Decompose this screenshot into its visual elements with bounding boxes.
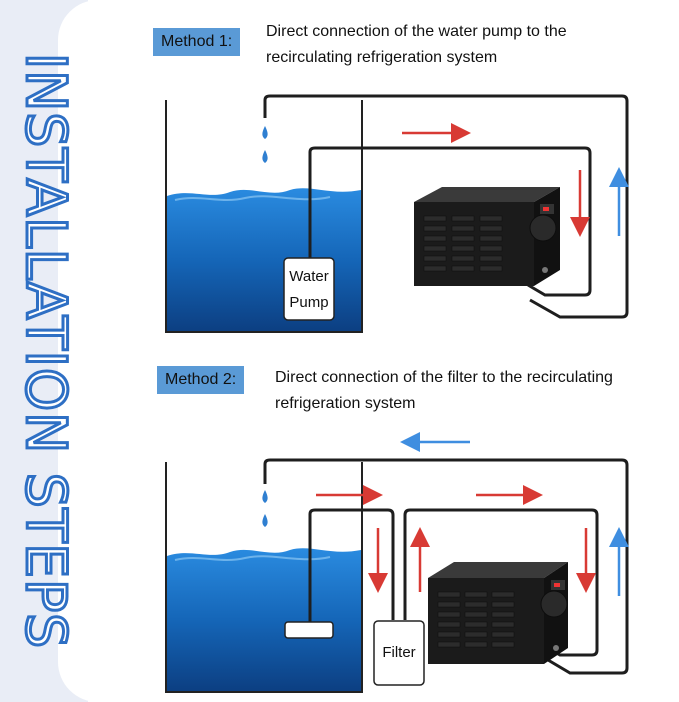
filter-box bbox=[373, 620, 425, 686]
pump-to-filter-pipe bbox=[308, 508, 395, 624]
chiller-unit-1 bbox=[414, 187, 560, 286]
water-drop-icon bbox=[262, 514, 268, 527]
water-pump-box bbox=[283, 257, 335, 321]
method1-diagram bbox=[165, 94, 629, 333]
filter-to-chiller-pipe bbox=[403, 508, 599, 657]
method2-description-line1: Direct connection of the filter to the r… bbox=[275, 369, 613, 386]
tank-2 bbox=[165, 462, 363, 693]
water-pump-label-line2: Pump bbox=[289, 294, 329, 311]
water-pump-label-line1: Water bbox=[289, 268, 329, 285]
method1-badge: Method 1: bbox=[153, 28, 241, 56]
return-pipe-2 bbox=[263, 458, 629, 675]
method2-description-line2: refrigeration system bbox=[275, 395, 416, 412]
filter-label: Filter bbox=[382, 644, 416, 661]
method2-badge: Method 2: bbox=[157, 366, 245, 394]
method1-description-line2: recirculating refrigeration system bbox=[266, 49, 498, 66]
submerged-pump-box bbox=[284, 621, 334, 639]
method1-description-line1: Direct connection of the water pump to t… bbox=[266, 23, 567, 40]
sidebar-curve bbox=[58, 0, 118, 702]
chiller-unit-2 bbox=[428, 562, 568, 664]
method1-description: Direct connection of the water pump to t… bbox=[266, 19, 567, 71]
return-pipe-1 bbox=[263, 94, 629, 319]
method2-diagram bbox=[165, 432, 629, 693]
water-drop-icon bbox=[262, 126, 268, 139]
supply-pipe-1 bbox=[308, 146, 592, 297]
water-drop-icon bbox=[262, 490, 268, 503]
water-drop-icon bbox=[262, 150, 268, 163]
water-pump-label: Water Pump bbox=[284, 264, 334, 316]
method2-description: Direct connection of the filter to the r… bbox=[275, 365, 613, 417]
